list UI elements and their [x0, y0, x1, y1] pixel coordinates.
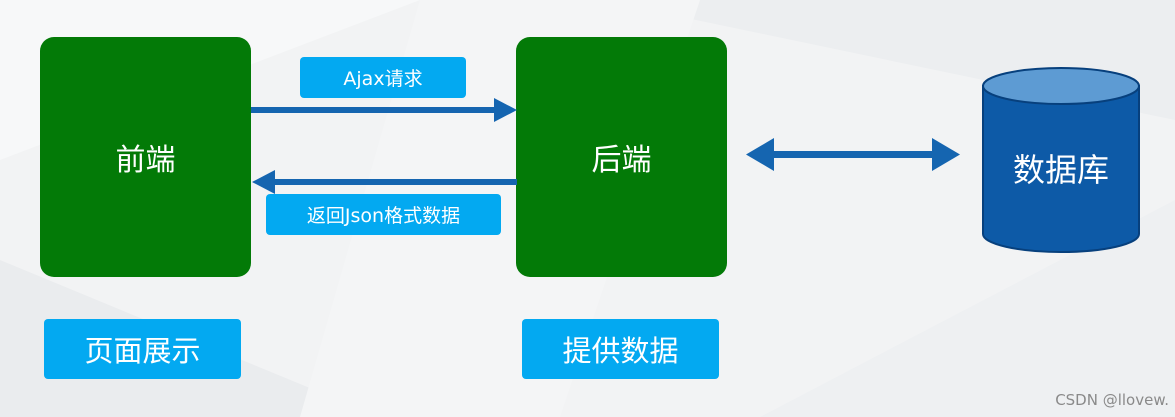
request-label: Ajax请求: [300, 57, 466, 98]
backend-box: 后端: [516, 37, 727, 277]
response-label: 返回Json格式数据: [266, 194, 501, 235]
frontend-caption: 页面展示: [44, 319, 241, 379]
database-label: 数据库: [1012, 151, 1109, 189]
backend-label: 后端: [591, 143, 652, 178]
frontend-box: 前端: [40, 37, 251, 277]
database-cylinder-icon: [982, 67, 1140, 253]
response-arrow: [252, 170, 517, 194]
frontend-label: 前端: [115, 143, 176, 178]
watermark: CSDN @llovew.: [1055, 391, 1169, 409]
backend-database-arrow: [746, 138, 960, 171]
backend-caption: 提供数据: [522, 319, 719, 379]
request-arrow: [251, 98, 517, 122]
